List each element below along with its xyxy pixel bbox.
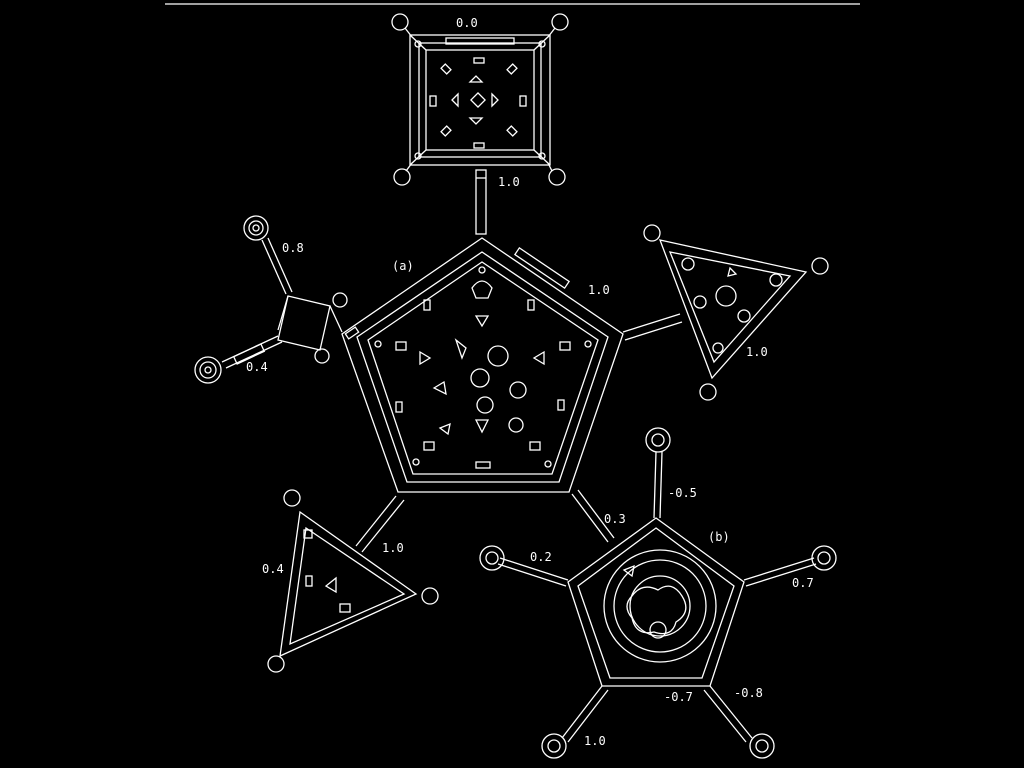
central-pentagon [341, 237, 624, 493]
label-sub-bottom-left: 1.0 [584, 734, 606, 748]
label-lower-right-link: 0.3 [604, 512, 626, 526]
label-top-link: 1.0 [498, 175, 520, 189]
label-sub-left: 0.2 [530, 550, 552, 564]
label-right-triangle: 1.0 [746, 345, 768, 359]
label-sub-bottom-right: -0.8 [734, 686, 763, 700]
right-triangle [622, 224, 829, 401]
label-center-tag: (a) [392, 259, 414, 273]
label-sub-right: 0.7 [792, 576, 814, 590]
label-lower-left-triangle: 0.4 [262, 562, 284, 576]
label-left-upper: 0.8 [282, 241, 304, 255]
link-top [475, 169, 487, 235]
label-sub-top: -0.5 [668, 486, 697, 500]
lower-left-triangle [267, 489, 439, 673]
label-lower-left-link: 1.0 [382, 541, 404, 555]
label-sub-bottom-inner: -0.7 [664, 690, 693, 704]
label-top-square: 0.0 [456, 16, 478, 30]
label-right-upper: 1.0 [588, 283, 610, 297]
label-sub-tag: (b) [708, 530, 730, 544]
sub-pentagon [479, 427, 837, 759]
left-square [194, 215, 348, 384]
top-square [391, 13, 569, 186]
label-left-lower: 0.4 [246, 360, 268, 374]
